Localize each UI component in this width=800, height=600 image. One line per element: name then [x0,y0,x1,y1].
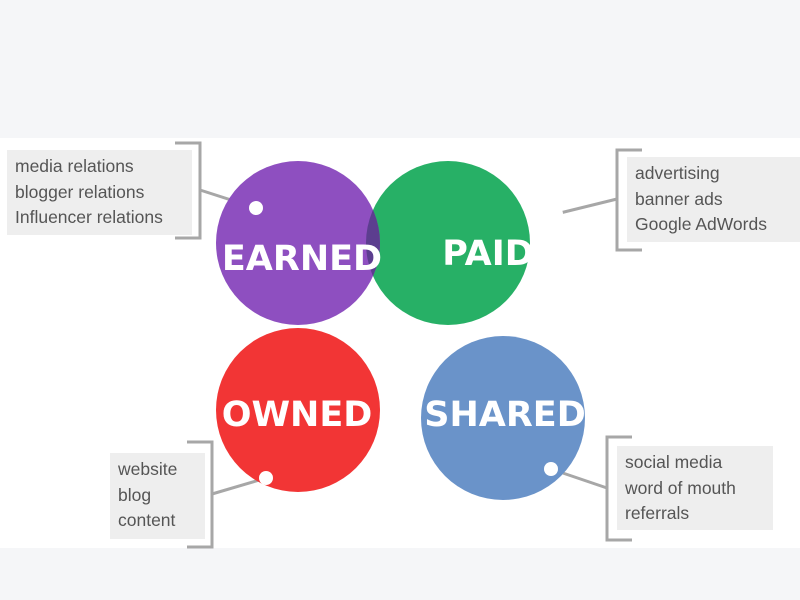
owned-circle [216,328,380,492]
earned-dot [249,201,263,215]
top-background [0,0,800,138]
earned-callout-line: media relations [15,156,134,176]
owned-callout-line: blog [118,484,152,505]
paid-label: PAID [442,234,534,274]
paid-callout-line: banner ads [635,188,723,209]
owned-label: OWNED [222,395,373,435]
owned-dot [259,471,273,485]
connectors [175,141,642,549]
paid-circle [366,161,530,325]
paid-callout-line: advertising [635,163,720,183]
owned-callout-line: content [118,510,176,530]
earned-label: EARNED [222,239,382,279]
shared-callout-line: social media [625,452,723,472]
earned-callout-line: Influencer relations [15,207,163,227]
shared-callout-line: word of mouth [625,477,736,498]
paid-callout-line: Google AdWords [635,214,767,234]
owned-callout-box: website blog content [110,453,205,539]
owned-bracket [187,440,214,549]
bottom-background [0,548,800,600]
paid-dot [549,207,563,221]
shared-dot [544,462,558,476]
shared-circle [421,336,585,500]
paid-connector [555,148,642,252]
shared-callout-line: referrals [625,503,690,523]
earned-callout-line: blogger relations [15,181,145,202]
earned-callout-box: media relations blogger relations Influe… [7,150,192,235]
paid-callout-box: advertising banner ads Google AdWords [627,157,800,242]
shared-callout-box: social media word of mouth referrals [617,446,773,530]
shared-label: SHARED [424,395,586,435]
callout-dots [249,201,563,485]
owned-callout-line: website [118,459,178,479]
shared-bracket [605,435,632,542]
paid-connector-line [555,197,618,216]
